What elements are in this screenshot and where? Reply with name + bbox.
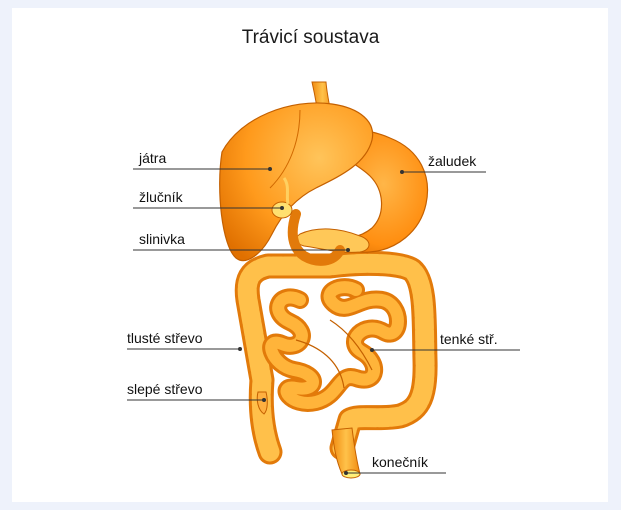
label-rectum: konečník	[372, 454, 428, 470]
pancreas	[297, 229, 369, 252]
small-intestine	[271, 287, 398, 403]
label-appendix: slepé střevo	[127, 381, 202, 397]
label-small-intestine: tenké stř.	[440, 331, 498, 347]
label-stomach: žaludek	[428, 153, 476, 169]
label-gallbladder: žlučník	[139, 189, 183, 205]
label-large-intestine: tlusté střevo	[127, 330, 202, 346]
label-pancreas: slinivka	[139, 231, 185, 247]
leader-lines	[127, 169, 520, 473]
label-liver: játra	[139, 150, 166, 166]
